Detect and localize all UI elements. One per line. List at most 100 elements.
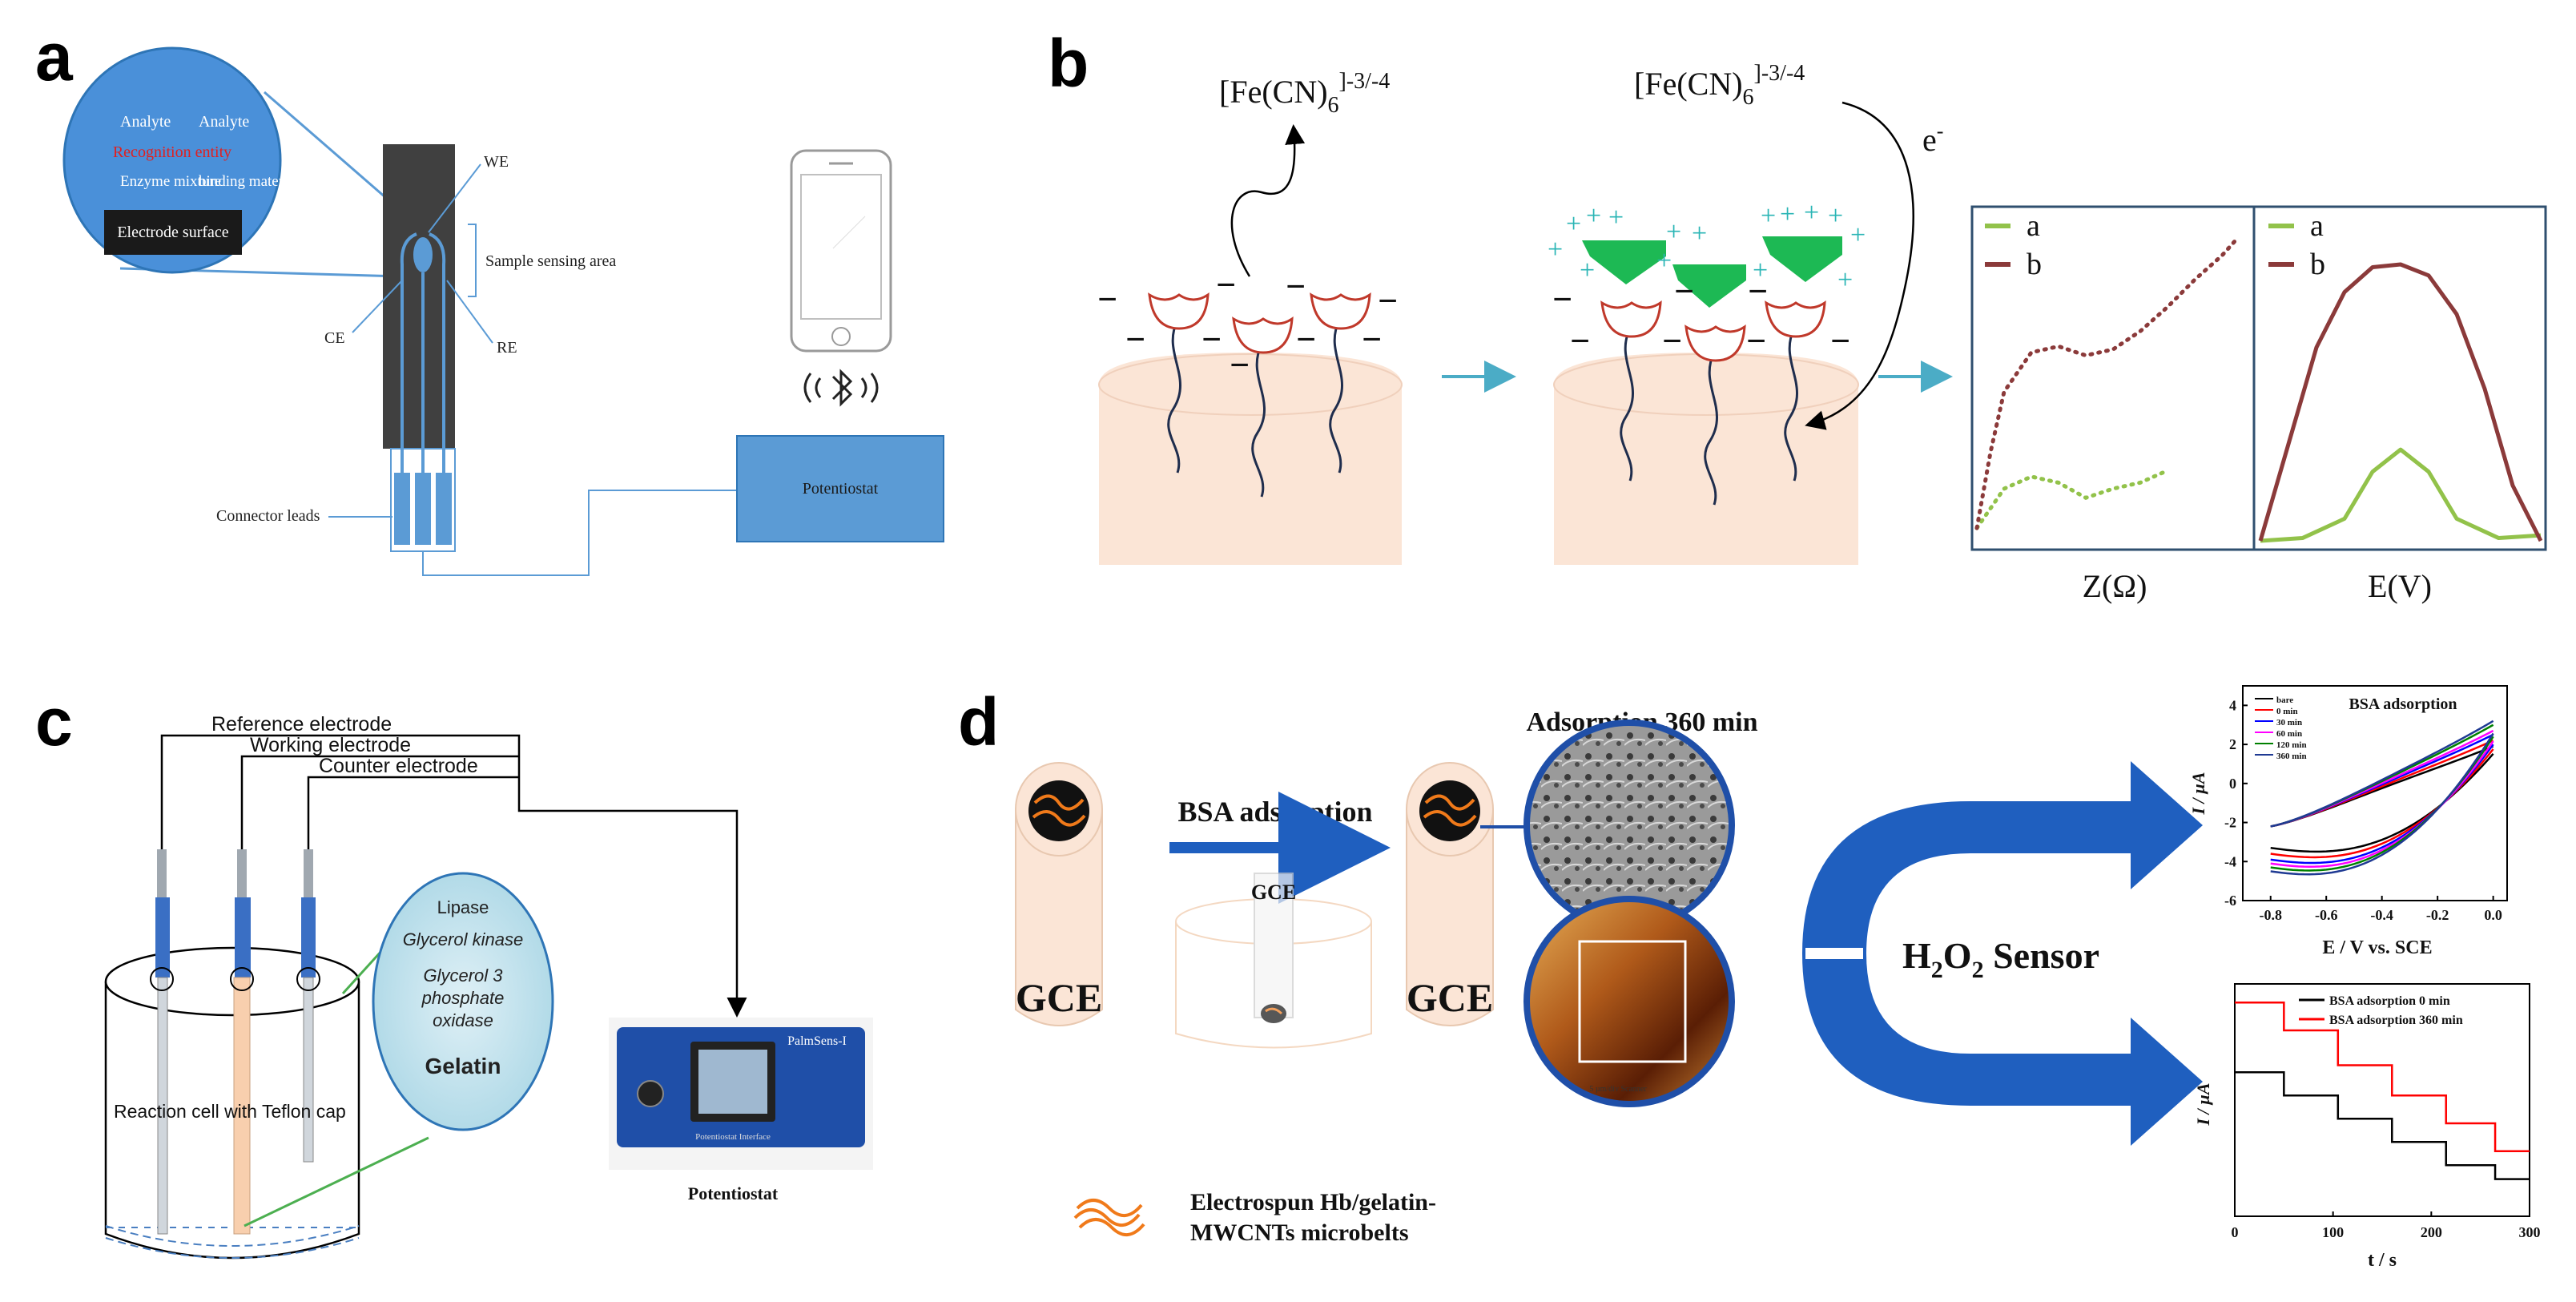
- gce-modified: [1406, 762, 1494, 1026]
- gce-label-2: GCE: [1251, 881, 1296, 904]
- svg-text:−: −: [1230, 345, 1250, 385]
- dpv-plot-area: [2258, 262, 2543, 543]
- cv-y-label: I / µA: [2188, 772, 2208, 815]
- glycerol-kinase-label: Glycerol kinase: [403, 929, 523, 949]
- potentiostat-box: [736, 435, 944, 542]
- bsa-beaker: [1175, 873, 1372, 1049]
- cv-x-tick: -0.8: [2259, 907, 2282, 923]
- svg-text:−: −: [1296, 320, 1316, 359]
- eis-x-label: Z(Ω): [2083, 568, 2147, 604]
- amp-x-tick: 100: [2322, 1224, 2344, 1240]
- positive-charges: ++ ++ ++ ++ ++ ++ ++ +: [1548, 198, 1866, 295]
- svg-text:−: −: [1748, 272, 1768, 311]
- cv-y-tick: 2: [2229, 736, 2236, 752]
- panel-d: d GCE BSA adsorption GCE GCE Adsor: [958, 684, 2541, 1271]
- cv-legend-entry: bare: [2276, 695, 2293, 705]
- svg-text:−: −: [1570, 321, 1590, 361]
- panel-d-label: d: [958, 684, 999, 760]
- svg-text:−: −: [1378, 281, 1398, 320]
- gce-label-1: GCE: [1016, 975, 1102, 1020]
- svg-text:−: −: [1216, 265, 1236, 304]
- connector-leads-label: Connector leads: [216, 507, 320, 525]
- amp-y-label: I / µA: [2193, 1082, 2213, 1126]
- svg-text:−: −: [1674, 272, 1694, 311]
- dpv-legend-a: a: [2310, 209, 2324, 243]
- eis-chart: a b Z(Ω): [1970, 205, 2256, 604]
- svg-text:−: −: [1362, 320, 1382, 359]
- redox-probe-left: [Fe(CN)6]-3/-4: [1219, 69, 1390, 118]
- cv-series-upper: [2270, 720, 2494, 828]
- working-electrode-label: Working electrode: [250, 734, 411, 756]
- cv-series-lower: [2270, 740, 2494, 869]
- zoom-electrode-surface-box: [104, 210, 242, 255]
- zoom-recognition-entity: Recognition entity: [113, 143, 231, 161]
- gce-label-3: GCE: [1407, 975, 1493, 1020]
- cv-y-tick: -6: [2224, 893, 2236, 909]
- oxidase-line2: phosphate: [421, 988, 505, 1008]
- amp-x-label: t / s: [2368, 1250, 2397, 1271]
- bluetooth-icon: [803, 369, 879, 407]
- device-brand: PalmSens-I: [787, 1034, 847, 1048]
- gce-bare: [1015, 762, 1103, 1026]
- svg-text:+: +: [1753, 256, 1768, 285]
- eis-legend-a: a: [2027, 209, 2040, 243]
- microbelt-legend-icon: [1073, 1199, 1145, 1236]
- gelatin-label: Gelatin: [425, 1054, 501, 1078]
- cv-y-tick: -4: [2224, 853, 2236, 869]
- cv-title: BSA adsorption: [2349, 695, 2457, 713]
- oxidase-line3: oxidase: [433, 1010, 493, 1030]
- cv-x-label: E / V vs. SCE: [2322, 937, 2432, 958]
- afm-image: 5 µm/div Scanner: [1523, 896, 1735, 1107]
- cv-y-tick: 4: [2229, 697, 2236, 713]
- amp-series: [2235, 1001, 2530, 1153]
- panel-b-label: b: [1048, 26, 1089, 101]
- counter-electrode-label: Counter electrode: [319, 755, 478, 777]
- recognition-zoom-bubble: Analyte Analyte Recognition entity Enzym…: [62, 46, 417, 278]
- svg-text:−: −: [1746, 321, 1766, 361]
- electron-label: e-: [1922, 119, 1943, 158]
- electrodes: [150, 849, 320, 1235]
- reference-electrode-label: Reference electrode: [211, 713, 392, 736]
- panel-a-label: a: [35, 19, 74, 95]
- zoom-enzyme-mixture: Enzyme mixture: [120, 173, 221, 190]
- amp-x-tick: 200: [2421, 1224, 2442, 1240]
- sample-area-bracket: [468, 224, 477, 297]
- cv-x-tick: 0.0: [2484, 907, 2502, 923]
- cv-legend-entry: 0 min: [2276, 707, 2298, 716]
- cv-series-lower: [2270, 732, 2494, 876]
- svg-text:−: −: [1830, 321, 1850, 361]
- dpv-chart: a b E(V): [2252, 205, 2547, 604]
- gelatin-zoom-bubble: Lipase Glycerol kinase Glycerol 3 phosph…: [372, 872, 554, 1131]
- potentiostat-caption: Potentiostat: [688, 1183, 779, 1203]
- potentiostat-label: Potentiostat: [803, 480, 879, 498]
- amp-x-tick: 300: [2519, 1224, 2541, 1240]
- svg-text:−: −: [1286, 267, 1306, 306]
- panel-c-label: c: [35, 684, 73, 760]
- svg-text:−: −: [1097, 280, 1117, 319]
- aptamers-left: [1148, 292, 1371, 498]
- svg-text:−: −: [1662, 321, 1682, 361]
- amp-legend-entry: BSA adsorption 0 min: [2329, 994, 2450, 1008]
- svg-text:+: +: [1566, 209, 1581, 239]
- panel-a: a Analyte Analyte Recognition entity Enz…: [35, 19, 944, 576]
- bound-targets: [1582, 236, 1842, 308]
- svg-text:+: +: [1850, 220, 1866, 250]
- zoom-electrode-surface: Electrode surface: [117, 224, 228, 241]
- amp-legend-entry: BSA adsorption 360 min: [2329, 1014, 2463, 1027]
- eis-series-b: [1974, 238, 2238, 530]
- connector-wire: [422, 490, 737, 576]
- screen-printed-electrode: [383, 144, 456, 552]
- electrode-wires: [160, 734, 747, 1018]
- dpv-series-a: [2260, 447, 2542, 543]
- re-label: RE: [497, 339, 517, 357]
- cv-legend-entry: 60 min: [2276, 729, 2302, 739]
- cv-x-tick: -0.4: [2370, 907, 2393, 923]
- palmsens-device: PalmSens-I Potentiostat Interface: [609, 1018, 873, 1170]
- device-subtitle: Potentiostat Interface: [695, 1132, 771, 1142]
- sensor-fork-arrow: [1802, 761, 2203, 1146]
- svg-text:+: +: [1837, 265, 1853, 295]
- eis-series-a: [1974, 468, 2170, 530]
